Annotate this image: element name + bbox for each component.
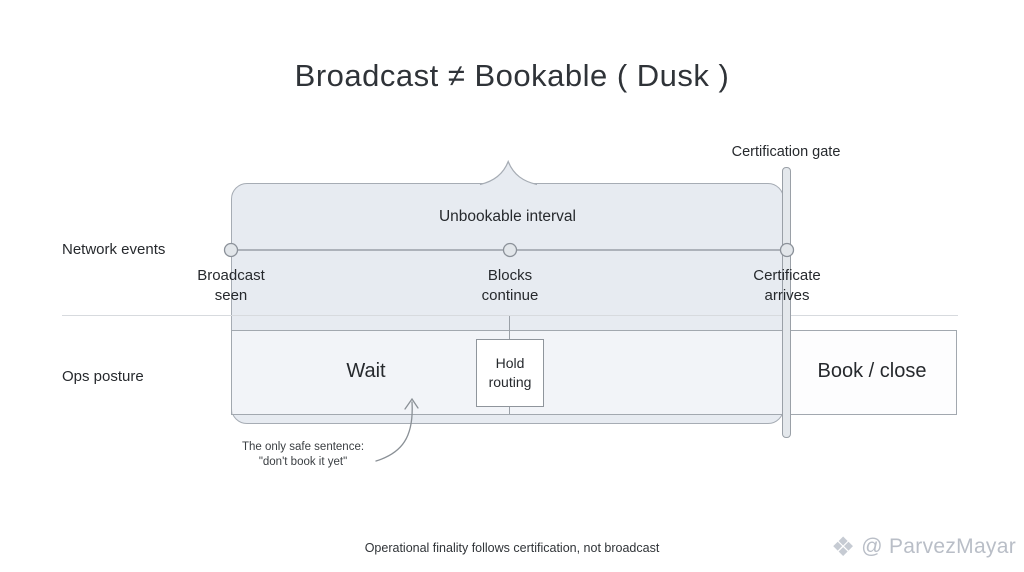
certification-gate-bar bbox=[782, 167, 791, 438]
ops-posture-band bbox=[231, 330, 957, 415]
wait-label: Wait bbox=[346, 360, 386, 382]
hold-routing-box: Hold routing bbox=[476, 339, 544, 407]
page-title: Broadcast ≠ Bookable ( Dusk ) bbox=[294, 58, 730, 93]
row-separator-line bbox=[62, 315, 958, 316]
watermark-handle: @ ParvezMayar bbox=[861, 535, 1016, 558]
hold-routing-label: Hold routing bbox=[488, 355, 532, 390]
certification-gate-label: Certification gate bbox=[731, 144, 841, 160]
row-label-network-events: Network events bbox=[62, 241, 166, 258]
interval-brace-pointer bbox=[479, 160, 538, 186]
node-label-certificate-arrives: Certificate arrives bbox=[753, 267, 821, 304]
node-label-blocks-continue: Blocks continue bbox=[481, 267, 539, 304]
book-close-label: Book / close bbox=[817, 360, 927, 382]
unbookable-interval-label: Unbookable interval bbox=[438, 208, 576, 225]
watermark-logo-icon: ❖ bbox=[831, 532, 856, 562]
row-label-ops-posture: Ops posture bbox=[62, 368, 144, 385]
safe-sentence-annotation: The only safe sentence: "don't book it y… bbox=[241, 441, 365, 468]
node-label-broadcast-seen: Broadcast seen bbox=[197, 267, 265, 304]
footer-note: Operational finality follows certificati… bbox=[364, 541, 660, 555]
watermark: ❖ @ ParvezMayar bbox=[831, 532, 1016, 562]
